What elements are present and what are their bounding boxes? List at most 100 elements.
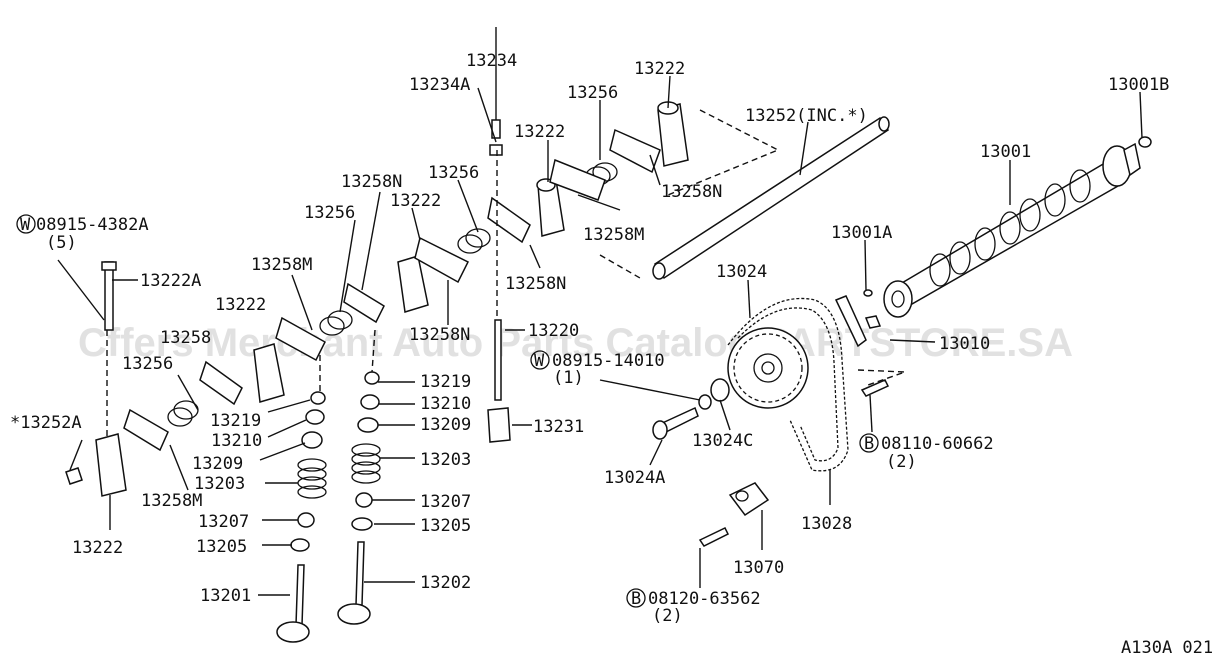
rocker-holder-4 bbox=[253, 343, 285, 403]
rocker-arm-6 bbox=[275, 316, 326, 362]
label-13024A: 13024A bbox=[604, 468, 665, 488]
plug-13252A bbox=[65, 467, 83, 485]
label-13210: 13210 bbox=[420, 394, 471, 414]
label-13258N: 13258N bbox=[409, 325, 470, 345]
label-13219: 13219 bbox=[210, 411, 261, 431]
label-08120-63562: 08120-63562 bbox=[648, 589, 761, 609]
label-qty-2: (2) bbox=[886, 452, 917, 472]
label-13258M: 13258M bbox=[251, 255, 312, 275]
label-13222: 13222 bbox=[514, 122, 565, 142]
label-13209: 13209 bbox=[192, 454, 243, 474]
label-13222: 13222 bbox=[215, 295, 266, 315]
label-13201: 13201 bbox=[200, 586, 251, 606]
valve-stack-left bbox=[276, 391, 327, 643]
label-08915-4382A: 08915-4382A bbox=[36, 215, 149, 235]
label-13220: 13220 bbox=[528, 321, 579, 341]
label-13219: 13219 bbox=[420, 372, 471, 392]
svg-text:W: W bbox=[534, 351, 545, 371]
label-13252A: *13252A bbox=[10, 413, 82, 433]
label-13222: 13222 bbox=[634, 59, 685, 79]
watermark-text: Cffers Merchant Auto Parts Catalog PARTS… bbox=[78, 321, 1073, 365]
label-13234: 13234 bbox=[466, 51, 517, 71]
label-13028: 13028 bbox=[801, 514, 852, 534]
rocker-spring-4 bbox=[167, 400, 199, 427]
label-13205: 13205 bbox=[196, 537, 247, 557]
chain-guide bbox=[834, 295, 867, 348]
circle-W-2: W bbox=[530, 350, 550, 371]
label-13234A: 13234A bbox=[409, 75, 470, 95]
label-13070: 13070 bbox=[733, 558, 784, 578]
label-13207: 13207 bbox=[420, 492, 471, 512]
label-13210: 13210 bbox=[211, 431, 262, 451]
label-13205: 13205 bbox=[420, 516, 471, 536]
timing-chain bbox=[727, 297, 849, 472]
label-13258M: 13258M bbox=[141, 491, 202, 511]
label-13231: 13231 bbox=[533, 417, 584, 437]
rocker-holder-5 bbox=[95, 433, 127, 497]
rocker-arm-3 bbox=[487, 196, 531, 244]
rocker-arm-4 bbox=[414, 236, 470, 284]
circle-B-2: B bbox=[626, 588, 646, 609]
leader-lines bbox=[57, 27, 1143, 596]
label-13256: 13256 bbox=[304, 203, 355, 223]
label-13024: 13024 bbox=[716, 262, 767, 282]
label-13256: 13256 bbox=[567, 83, 618, 103]
label-13202: 13202 bbox=[420, 573, 471, 593]
label-13222: 13222 bbox=[390, 191, 441, 211]
label-13207: 13207 bbox=[198, 512, 249, 532]
pushrod bbox=[487, 319, 511, 443]
sprocket-bolt bbox=[652, 406, 699, 440]
label-qty-1: (1) bbox=[553, 368, 584, 388]
valve-stack-middle bbox=[337, 371, 381, 625]
label-13252: 13252(INC.*) bbox=[745, 106, 868, 126]
rocker-shaft bbox=[652, 116, 890, 280]
label-13209: 13209 bbox=[420, 415, 471, 435]
figure-code: A130A 021 bbox=[1121, 638, 1213, 658]
label-13203: 13203 bbox=[194, 474, 245, 494]
svg-text:B: B bbox=[864, 434, 874, 454]
label-13203: 13203 bbox=[420, 450, 471, 470]
label-13001B: 13001B bbox=[1108, 75, 1169, 95]
camshaft-pin bbox=[863, 289, 873, 297]
label-13258: 13258 bbox=[160, 328, 211, 348]
circle-B-1: B bbox=[859, 433, 879, 454]
part-labels: 13234 13234A 13222 13256 13222 13252(INC… bbox=[10, 51, 1213, 658]
label-13222: 13222 bbox=[72, 538, 123, 558]
label-qty-2b: (2) bbox=[652, 606, 683, 626]
camshaft bbox=[883, 136, 1152, 318]
label-13222A: 13222A bbox=[140, 271, 201, 291]
label-13001: 13001 bbox=[980, 142, 1031, 162]
label-13256: 13256 bbox=[122, 354, 173, 374]
rocker-arm-7 bbox=[199, 360, 243, 406]
rocker-arm-2 bbox=[549, 158, 606, 201]
rocker-arm-8 bbox=[123, 408, 169, 452]
label-13258N: 13258N bbox=[661, 182, 722, 202]
label-13258N: 13258N bbox=[505, 274, 566, 294]
label-08110-60662: 08110-60662 bbox=[881, 434, 994, 454]
valve-adjuster bbox=[489, 119, 503, 156]
rocker-holder-3 bbox=[397, 255, 429, 313]
washer-small bbox=[698, 394, 712, 410]
rocker-holder-2 bbox=[536, 178, 565, 237]
rocker-holder-1 bbox=[657, 101, 689, 167]
rocker-spring-2 bbox=[457, 228, 491, 254]
label-qty-5: (5) bbox=[46, 233, 77, 253]
svg-text:W: W bbox=[20, 215, 31, 235]
chain-tensioner bbox=[728, 482, 770, 517]
label-13256: 13256 bbox=[428, 163, 479, 183]
guide-bolt bbox=[860, 379, 890, 397]
sprocket-washer bbox=[710, 378, 730, 402]
label-13258N: 13258N bbox=[341, 172, 402, 192]
rocker-arm-5 bbox=[343, 282, 385, 324]
rocker-arm-1 bbox=[609, 128, 661, 174]
label-08915-14010: 08915-14010 bbox=[552, 351, 665, 371]
tensioner-bolt bbox=[698, 527, 730, 547]
label-13024C: 13024C bbox=[692, 431, 753, 451]
label-13001A: 13001A bbox=[831, 223, 892, 243]
cam-sprocket bbox=[727, 327, 809, 409]
circle-W-1: W bbox=[16, 214, 36, 235]
chain-guide-bolt bbox=[864, 315, 882, 329]
label-13258M: 13258M bbox=[583, 225, 644, 245]
